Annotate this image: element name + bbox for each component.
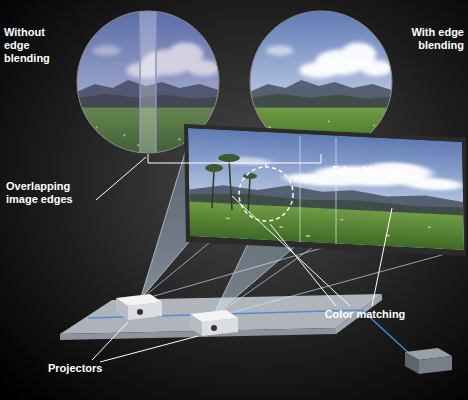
caption-label: With edge blending [398, 26, 464, 52]
callout-label: Projectors [48, 362, 138, 375]
caption-label: Without edge blending [4, 26, 68, 65]
callout-label: Edge blending [332, 164, 432, 177]
callout-label: Overlapping image edges [6, 180, 96, 206]
callout-label: Color matching [320, 308, 410, 321]
